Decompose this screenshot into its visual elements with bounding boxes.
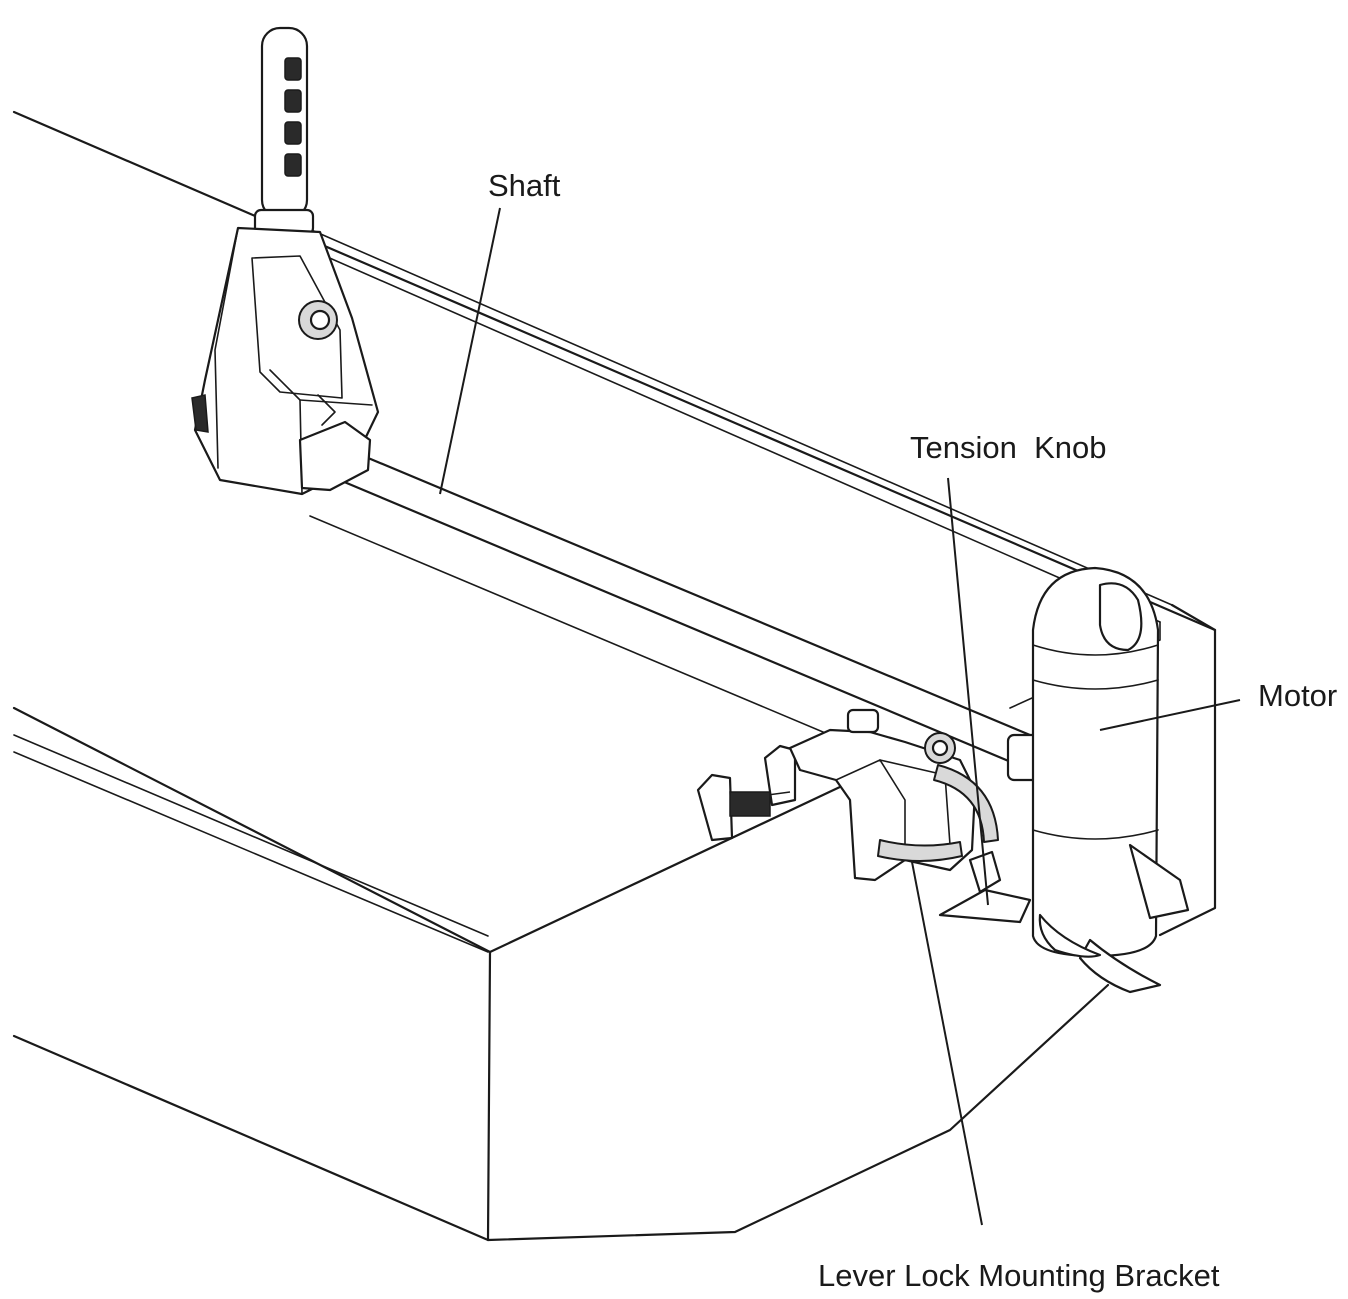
trolling-motor-head-icon (191, 26, 380, 496)
motor-pod-icon (1006, 566, 1190, 994)
tension-knob-label: Tension Knob (910, 430, 1106, 465)
shaft (324, 439, 1032, 772)
bracket-label: Lever Lock Mounting Bracket (818, 1258, 1220, 1293)
motor-leader-line (1099, 699, 1241, 731)
motor-label: Motor (1258, 678, 1337, 713)
bracket-leader-line (911, 861, 983, 1226)
shaft-label: Shaft (488, 168, 561, 203)
tension-knob-leader-line (947, 477, 989, 906)
boat-hull-icon (12, 110, 1217, 1242)
mounting-bracket-icon (696, 708, 1032, 924)
shaft-leader-line (439, 207, 501, 495)
